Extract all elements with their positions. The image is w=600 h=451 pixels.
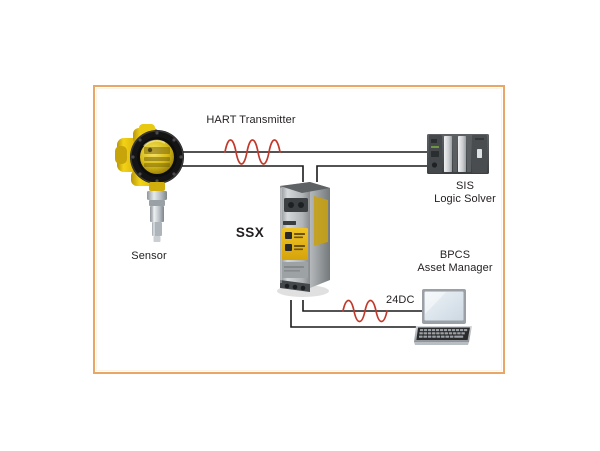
sis-logic-solver-label: SIS Logic Solver xyxy=(413,180,517,206)
power-24dc-label: 24DC xyxy=(386,294,415,306)
sis-logic-solver-device[interactable] xyxy=(427,132,489,176)
hart-transmitter-label: HART Transmitter xyxy=(206,114,296,126)
sis-label-line2: Logic Solver xyxy=(434,193,496,205)
sis-label-line1: SIS xyxy=(455,180,475,192)
bpcs-asset-manager-label: BPCS Asset Manager xyxy=(395,249,515,275)
bpcs-label-line2: Asset Manager xyxy=(417,262,493,274)
ssx-module-device[interactable] xyxy=(272,176,334,298)
sensor-device[interactable] xyxy=(113,116,191,244)
sensor-label: Sensor xyxy=(131,250,167,262)
bpcs-label-line1: BPCS xyxy=(439,249,471,261)
ssx-label: SSX xyxy=(235,225,265,240)
bpcs-laptop-device[interactable] xyxy=(412,288,474,350)
